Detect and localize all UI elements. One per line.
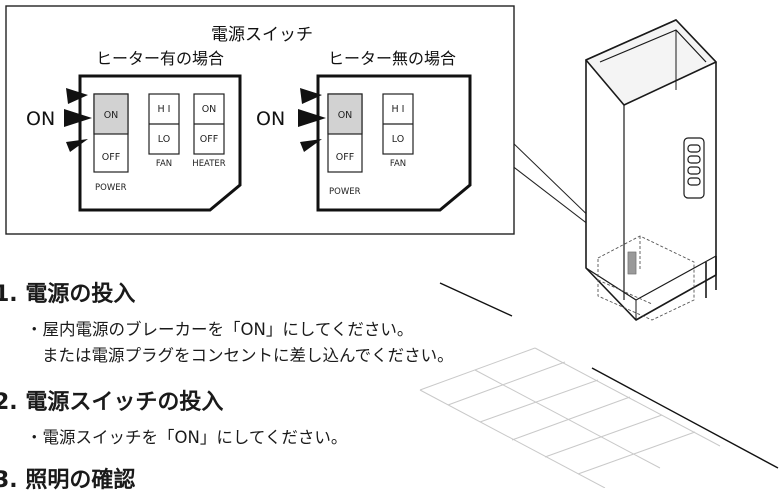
caption-with-heater: ヒーター有の場合 (96, 49, 224, 68)
on-label-left: ON (26, 108, 55, 130)
floor-grid (419, 347, 721, 488)
power-label-right: POWER (329, 187, 361, 197)
fan-label-right: FAN (390, 159, 406, 169)
floor-line (439, 282, 513, 317)
fan-lo-text-right: LO (392, 134, 404, 145)
vent-grille (683, 137, 705, 199)
floor-line (591, 367, 779, 469)
fan-hi-text-left: H I (158, 104, 171, 115)
power-on-text-right: ON (338, 110, 353, 121)
heater-off-text-left: OFF (200, 134, 218, 145)
heater-label-left: HEATER (192, 159, 225, 169)
fan-lo-text-left: LO (158, 134, 170, 145)
fan-switch-left (148, 93, 180, 155)
fan-switch-right (382, 93, 414, 155)
power-on-text-left: ON (104, 110, 119, 121)
on-arrows-left (64, 88, 92, 152)
power-label-left: POWER (95, 183, 127, 193)
step-1-title: 1. 電源の投入 (0, 282, 136, 307)
step-2-title: 2. 電源スイッチの投入 (0, 390, 224, 415)
fan-label-left: FAN (156, 159, 172, 169)
power-off-text-left: OFF (102, 152, 120, 163)
power-off-text-right: OFF (336, 152, 354, 163)
step-2-line-1: ・電源スイッチを「ON」にしてください。 (26, 428, 348, 447)
heater-switch-left (193, 93, 225, 155)
power-switch-left (93, 93, 129, 173)
heater-on-text-left: ON (202, 104, 217, 115)
on-label-right: ON (256, 108, 285, 130)
hand-dryer (585, 19, 717, 321)
fan-hi-text-right: H I (392, 104, 405, 115)
step-1-line-2: または電源プラグをコンセントに差し込んでください。 (42, 346, 454, 365)
step-1-line-1: ・屋内電源のブレーカーを「ON」にしてください。 (26, 320, 414, 339)
on-arrows-right (298, 88, 326, 152)
panel-title: 電源スイッチ (211, 25, 313, 45)
power-switch-right (327, 93, 363, 173)
switch-location (597, 235, 695, 321)
step-3-title: 3. 照明の確認 (0, 468, 136, 493)
caption-without-heater: ヒーター無の場合 (328, 49, 456, 68)
